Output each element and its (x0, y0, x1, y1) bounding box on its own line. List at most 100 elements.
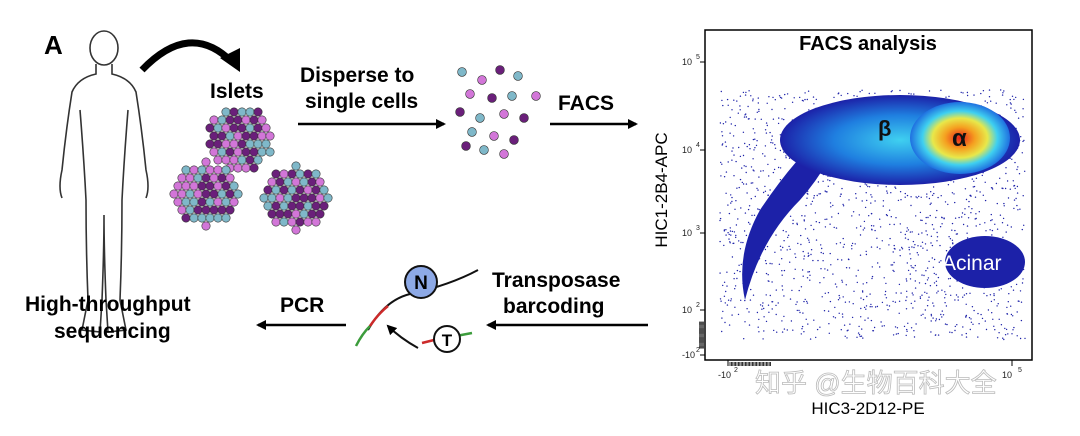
facs-event-dot (741, 167, 743, 169)
facs-event-dot (736, 187, 738, 189)
facs-event-dot (871, 275, 874, 278)
facs-event-dot (880, 321, 882, 323)
facs-event-dot (788, 157, 791, 159)
facs-event-dot (838, 294, 840, 297)
facs-event-dot (725, 121, 727, 123)
facs-event-dot (835, 227, 838, 229)
facs-event-dot (839, 195, 841, 197)
facs-event-dot (857, 332, 860, 334)
facs-event-dot (843, 243, 845, 246)
facs-event-dot (798, 309, 800, 312)
facs-event-dot (890, 216, 892, 218)
facs-event-dot (883, 277, 885, 279)
facs-event-dot (1024, 337, 1026, 340)
facs-event-dot (975, 177, 978, 179)
facs-event-dot (925, 270, 927, 272)
facs-event-dot (920, 196, 922, 198)
facs-event-dot (725, 290, 727, 293)
single-cell (465, 89, 475, 99)
facs-event-dot (947, 184, 950, 186)
facs-event-dot (809, 279, 811, 281)
facs-event-dot (899, 255, 901, 257)
facs-event-dot (863, 306, 866, 309)
islet-cell (271, 217, 281, 227)
facs-event-dot (893, 270, 895, 273)
islet-cell (213, 181, 223, 191)
facs-event-dot (772, 142, 774, 144)
islet-cell (181, 213, 191, 223)
facs-event-dot (719, 122, 722, 124)
islet-cell (189, 181, 199, 191)
facs-event-dot (734, 208, 736, 210)
facs-event-dot (923, 274, 925, 277)
facs-event-dot (976, 190, 978, 192)
facs-event-dot (906, 262, 908, 264)
facs-event-dot (908, 92, 910, 95)
x-tick-exponent: 5 (1018, 367, 1022, 374)
facs-event-dot (830, 264, 832, 266)
facs-event-dot (807, 193, 809, 195)
facs-event-dot (890, 192, 892, 194)
facs-event-dot (986, 295, 988, 297)
facs-event-dot (735, 160, 737, 163)
islet-cell (205, 197, 215, 207)
facs-event-dot (1004, 327, 1006, 330)
facs-event-dot (733, 175, 735, 177)
y-tick-label: 10 (682, 145, 692, 155)
facs-event-dot (758, 208, 760, 211)
facs-event-dot (721, 330, 723, 333)
facs-event-dot (1015, 283, 1018, 286)
facs-event-dot (895, 187, 897, 189)
facs-event-dot (758, 110, 760, 113)
facs-event-dot (804, 92, 806, 94)
facs-event-dot (855, 275, 857, 277)
facs-event-dot (924, 243, 927, 245)
facs-event-dot (733, 231, 736, 233)
facs-event-dot (739, 95, 742, 97)
facs-event-dot (893, 244, 895, 247)
facs-event-dot (933, 192, 935, 195)
facs-event-dot (1012, 315, 1014, 317)
facs-event-dot (906, 328, 908, 331)
facs-event-dot (742, 241, 744, 244)
facs-event-dot (1018, 173, 1021, 175)
islet-cell (283, 209, 293, 219)
islet-cell (197, 213, 207, 223)
facs-event-dot (721, 144, 723, 146)
facs-event-dot (888, 244, 890, 246)
single-cell (477, 75, 487, 85)
facs-event-dot (737, 218, 739, 220)
facs-event-dot (785, 231, 787, 233)
facs-event-dot (890, 264, 892, 266)
facs-event-dot (1023, 139, 1025, 142)
facs-event-dot (899, 89, 901, 92)
facs-event-dot (772, 171, 775, 174)
facs-event-dot (1016, 192, 1019, 194)
facs-event-dot (719, 240, 721, 243)
facs-event-dot (761, 308, 763, 310)
facs-event-dot (822, 180, 824, 182)
facs-event-dot (929, 285, 932, 287)
facs-event-dot (969, 328, 971, 331)
facs-event-dot (804, 215, 806, 217)
facs-event-dot (911, 246, 913, 248)
facs-event-dot (988, 96, 991, 98)
islet-cell (287, 217, 297, 227)
facs-event-dot (745, 116, 748, 118)
facs-event-dot (753, 214, 756, 216)
facs-event-dot (994, 223, 996, 225)
facs-event-dot (804, 228, 807, 230)
facs-event-dot (806, 197, 808, 199)
facs-event-dot (771, 108, 773, 111)
islet-cell (279, 185, 289, 195)
facs-event-dot (885, 282, 887, 285)
islet-cell (275, 209, 285, 219)
facs-event-dot (907, 238, 909, 241)
islet-cell (267, 209, 277, 219)
facs-event-dot (912, 240, 915, 243)
facs-event-dot (721, 317, 723, 319)
facs-event-dot (745, 183, 748, 185)
facs-event-dot (1010, 107, 1012, 109)
facs-event-dot (809, 274, 811, 276)
facs-event-dot (861, 290, 864, 292)
